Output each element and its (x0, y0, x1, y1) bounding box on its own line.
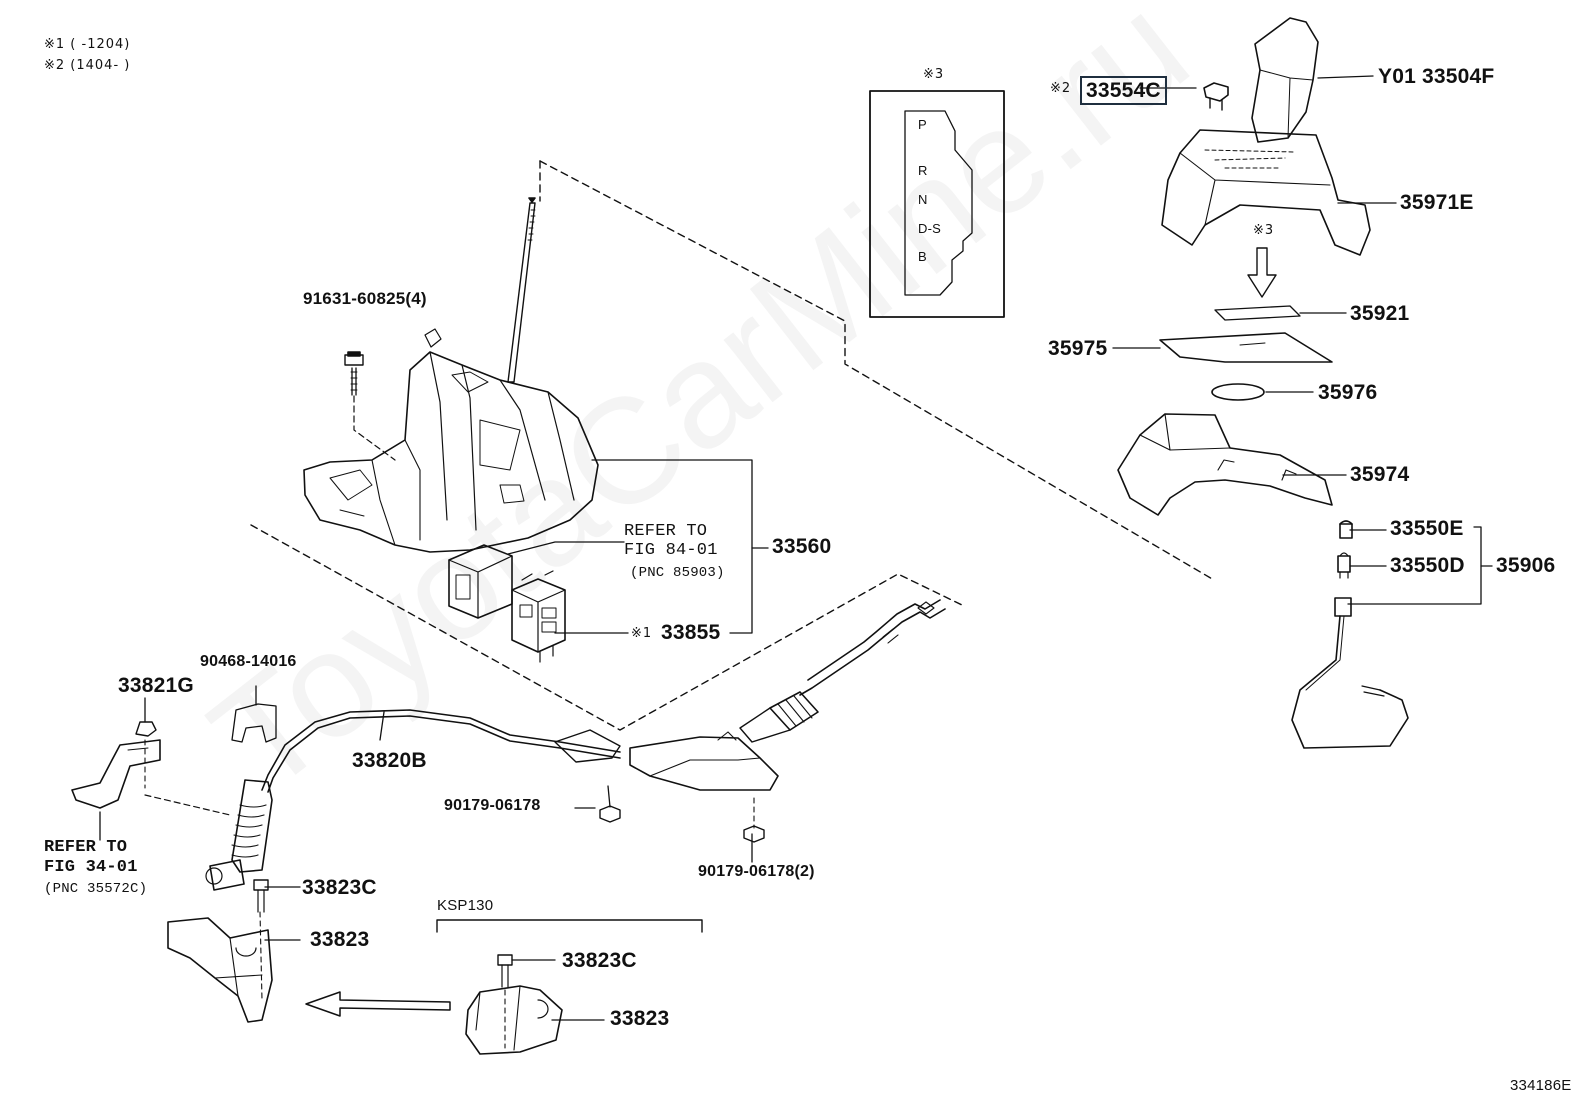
ksp130-label: KSP130 (437, 897, 494, 914)
note-1: ※1 ( -1204) (44, 37, 131, 52)
refer-pnc-35572C: (PNC 35572C) (44, 881, 148, 897)
part-33550D[interactable]: 33550D (1390, 554, 1465, 577)
part-33855[interactable]: 33855 (661, 621, 721, 644)
part-33550E[interactable]: 33550E (1390, 517, 1464, 540)
part-35906[interactable]: 35906 (1496, 554, 1556, 577)
arrow-left (305, 991, 451, 1017)
gate-b: B (918, 249, 927, 264)
indicator-housing-35971E (1161, 129, 1371, 256)
mark-3: ※3 (1253, 223, 1275, 238)
shift-cable-33820B (144, 599, 946, 891)
part-35971E[interactable]: 35971E (1400, 191, 1474, 214)
switch-33855 (511, 570, 566, 663)
ksp130-group-bracket (436, 919, 703, 933)
part-90179-06178-2[interactable]: 90179-06178(2) (698, 863, 815, 880)
connector-85903 (448, 544, 513, 619)
part-33823C-right[interactable]: 33823C (562, 949, 637, 972)
part-35921[interactable]: 35921 (1350, 302, 1410, 325)
note-2: ※2 (1404- ) (44, 58, 131, 73)
nut-90179-a (599, 805, 621, 823)
refer-fig-34-01-line1: REFER TO (44, 838, 128, 857)
mark-1: ※1 (631, 626, 653, 641)
refer-pnc-85903: (PNC 85903) (630, 565, 725, 581)
cap-33554C (1203, 82, 1229, 111)
clip-90468 (231, 703, 277, 743)
part-35974[interactable]: 35974 (1350, 463, 1410, 486)
part-90179-06178[interactable]: 90179-06178 (444, 797, 541, 814)
washer-35976 (1211, 383, 1265, 401)
bracket-33823-left (167, 879, 273, 1023)
part-90468-14016[interactable]: 90468-14016 (200, 653, 297, 670)
part-35975[interactable]: 35975 (1048, 337, 1108, 360)
shift-knob (1251, 17, 1319, 143)
bracket-33821G (71, 721, 161, 809)
part-33823C-left[interactable]: 33823C (302, 876, 377, 899)
gate-p: P (918, 117, 927, 132)
refer-fig-34-01[interactable]: FIG 34-01 (44, 858, 138, 877)
refer-fig-84-01[interactable]: FIG 84-01 (624, 541, 718, 560)
bulbs-and-wire-35906 (1291, 520, 1409, 749)
part-91631-60825[interactable]: 91631-60825(4) (303, 289, 427, 308)
part-33504F[interactable]: Y01 33504F (1378, 65, 1495, 88)
gate-r: R (918, 163, 928, 178)
shift-lever-assembly (303, 197, 599, 553)
slide-plate-35975 (1159, 332, 1333, 363)
part-33554C[interactable]: 33554C (1080, 76, 1167, 105)
bracket-33823-right (465, 954, 563, 1055)
mark-3-inset: ※3 (923, 67, 945, 82)
refer-fig-84-01-line1: REFER TO (624, 522, 708, 541)
part-33821G[interactable]: 33821G (118, 674, 194, 697)
nut-90179-b (743, 797, 765, 843)
arrow-down (1247, 247, 1277, 298)
assembly-dashed-outline (250, 160, 1215, 731)
mark-2: ※2 (1050, 81, 1072, 96)
part-33823-right[interactable]: 33823 (610, 1007, 670, 1030)
part-33560[interactable]: 33560 (772, 535, 832, 558)
part-33823-left[interactable]: 33823 (310, 928, 370, 951)
plate-35921 (1214, 305, 1301, 321)
shift-pattern-inset (869, 90, 1005, 318)
part-35976[interactable]: 35976 (1318, 381, 1378, 404)
housing-35974 (1117, 413, 1333, 516)
part-33820B[interactable]: 33820B (352, 749, 427, 772)
figure-code: 334186E (1510, 1077, 1572, 1094)
gate-ds: D-S (918, 221, 941, 236)
leader-lines (99, 75, 1493, 1021)
gate-n: N (918, 192, 928, 207)
